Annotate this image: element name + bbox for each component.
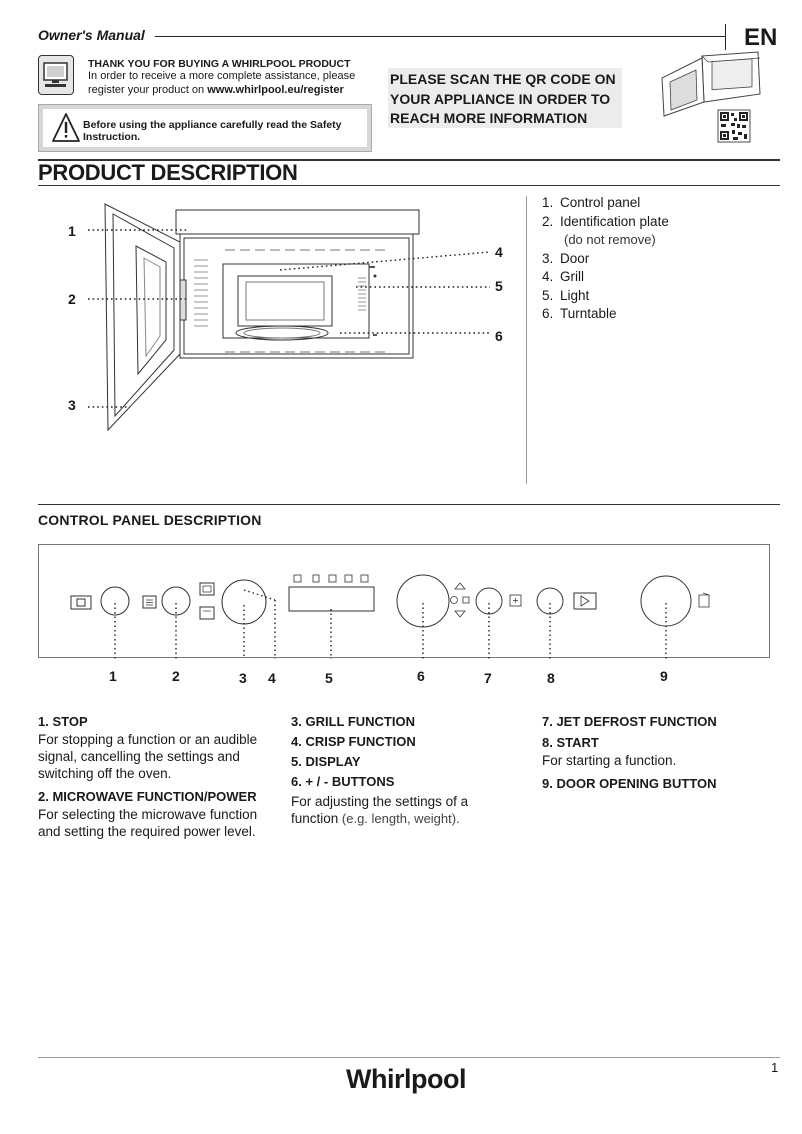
legend-label: Light bbox=[560, 287, 590, 303]
plus-minus-text: For adjusting the settings of a function… bbox=[291, 793, 506, 827]
microwave-heading: 2. MICROWAVE FUNCTION/POWER bbox=[38, 789, 257, 804]
register-link[interactable]: www.whirlpool.eu/register bbox=[207, 84, 344, 96]
panel-number-4: 4 bbox=[268, 670, 276, 686]
crisp-heading: 4. CRISP FUNCTION bbox=[291, 734, 416, 749]
thanks-line-2: register your product on www.whirlpool.e… bbox=[88, 84, 344, 96]
callout-3: 3 bbox=[68, 397, 76, 413]
panel-number-5: 5 bbox=[325, 670, 333, 686]
callout-4: 4 bbox=[495, 244, 503, 260]
legend-item: 4. Grill bbox=[542, 268, 669, 287]
product-description-title: PRODUCT DESCRIPTION bbox=[38, 160, 298, 185]
panel-number-8: 8 bbox=[547, 670, 555, 686]
grill-heading: 3. GRILL FUNCTION bbox=[291, 714, 415, 729]
legend-num: 3. bbox=[542, 250, 554, 266]
description-column-1: 1. STOP For stopping a function or an au… bbox=[38, 713, 278, 846]
vertical-separator bbox=[526, 196, 527, 484]
callout-1: 1 bbox=[68, 223, 76, 239]
plus-minus-text-example: (e.g. length, weight). bbox=[338, 811, 460, 826]
legend-num: 2. bbox=[542, 213, 554, 229]
description-column-2: 3. GRILL FUNCTION 4. CRISP FUNCTION 5. D… bbox=[291, 713, 506, 833]
legend-num: 4. bbox=[542, 269, 554, 284]
panel-number-9: 9 bbox=[660, 668, 668, 684]
legend-label: Grill bbox=[560, 269, 584, 284]
language-code: EN bbox=[744, 24, 778, 51]
stop-heading: 1. STOP bbox=[38, 714, 88, 729]
section-rule bbox=[38, 159, 780, 161]
legend-label: Door bbox=[560, 250, 590, 266]
qr-notice-text: PLEASE SCAN THE QR CODE ON YOUR APPLIANC… bbox=[390, 70, 622, 129]
door-opening-heading: 9. DOOR OPENING BUTTON bbox=[542, 776, 717, 791]
legend-label: Control panel bbox=[560, 195, 641, 210]
qr-notice-line-3: REACH MORE INFORMATION bbox=[390, 110, 588, 126]
stop-text: For stopping a function or an audible si… bbox=[38, 732, 258, 781]
legend-item: 3. Door bbox=[542, 250, 669, 269]
page-number: 1 bbox=[771, 1060, 779, 1075]
legend-label: Turntable bbox=[560, 306, 617, 321]
thanks-line-2-prefix: register your product on bbox=[88, 84, 208, 96]
safety-warning-box: Before using the appliance carefully rea… bbox=[38, 104, 372, 152]
jet-defrost-heading: 7. JET DEFROST FUNCTION bbox=[542, 714, 717, 729]
computer-icon bbox=[38, 55, 74, 95]
callout-5: 5 bbox=[495, 278, 503, 294]
description-column-3: 7. JET DEFROST FUNCTION 8. START For sta… bbox=[542, 713, 772, 793]
legend-num: 5. bbox=[542, 287, 554, 303]
control-panel-title: CONTROL PANEL DESCRIPTION bbox=[38, 512, 262, 528]
legend-num: 6. bbox=[542, 306, 554, 321]
callout-6: 6 bbox=[495, 328, 503, 344]
header-rule bbox=[155, 36, 725, 37]
qr-notice-line-1: PLEASE SCAN THE QR CODE ON bbox=[390, 71, 616, 87]
legend-item: 6. Turntable bbox=[542, 305, 669, 324]
thanks-line-1: In order to receive a more complete assi… bbox=[88, 70, 356, 82]
panel-number-6: 6 bbox=[417, 668, 425, 684]
display-heading: 5. DISPLAY bbox=[291, 754, 361, 769]
header-tick bbox=[725, 24, 726, 50]
start-text: For starting a function. bbox=[542, 753, 677, 768]
qr-notice-line-2: YOUR APPLIANCE IN ORDER TO bbox=[390, 90, 611, 107]
microwave-qr-illustration bbox=[661, 51, 761, 143]
microwave-text: For selecting the microwave function and… bbox=[38, 807, 258, 839]
safety-warning-text: Before using the appliance carefully rea… bbox=[83, 119, 342, 143]
warning-icon bbox=[52, 113, 80, 142]
section-rule-bottom bbox=[38, 185, 780, 186]
legend-item: 5. Light bbox=[542, 287, 669, 306]
plus-minus-heading: 6. + / - BUTTONS bbox=[291, 774, 395, 789]
thanks-title: THANK YOU FOR BUYING A WHIRLPOOL PRODUCT bbox=[88, 58, 351, 70]
legend-num: 1. bbox=[542, 195, 554, 210]
control-panel-diagram bbox=[38, 544, 770, 661]
product-legend: 1. Control panel 2. Identification plate (… bbox=[542, 194, 669, 324]
footer-rule bbox=[38, 1057, 780, 1058]
legend-item: 1. Control panel bbox=[542, 194, 669, 213]
panel-number-1: 1 bbox=[109, 668, 117, 684]
panel-number-7: 7 bbox=[484, 670, 492, 686]
whirlpool-logo: Whirlpool bbox=[346, 1064, 466, 1094]
plus-minus-text-main: For adjusting the settings of a function bbox=[291, 794, 469, 826]
callout-2: 2 bbox=[68, 291, 76, 307]
qr-notice-box bbox=[388, 68, 622, 128]
panel-number-3: 3 bbox=[239, 670, 247, 686]
manual-title: Owner's Manual bbox=[38, 27, 145, 43]
control-panel-drawing bbox=[70, 574, 710, 661]
oven-diagram bbox=[88, 203, 491, 432]
legend-item: 2. Identification plate bbox=[542, 213, 669, 232]
legend-label: Identification plate bbox=[560, 213, 669, 229]
panel-number-2: 2 bbox=[172, 668, 180, 684]
section-rule bbox=[38, 504, 780, 505]
start-heading: 8. START bbox=[542, 735, 599, 750]
legend-subnote: (do not remove) bbox=[564, 232, 656, 247]
